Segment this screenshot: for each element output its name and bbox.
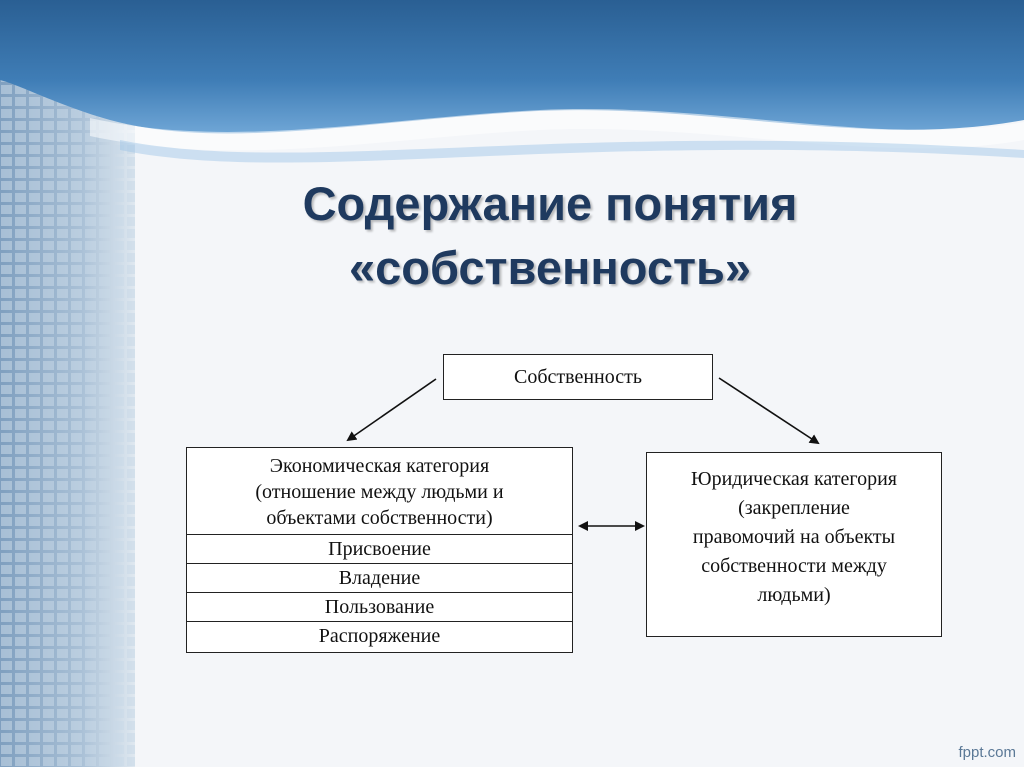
banner-wave [90, 109, 1024, 151]
economic-row-appropriation: Присвоение [187, 535, 572, 564]
legal-line: людьми) [757, 584, 831, 606]
title-line-2: «собственность» [348, 241, 752, 294]
economic-category-box: Экономическая категория (отношение между… [186, 447, 573, 653]
economic-row-use: Пользование [187, 593, 572, 622]
economic-header-line: объектами собственности) [266, 507, 493, 529]
root-box: Собственность [443, 354, 713, 400]
legal-category-box: Юридическая категория (закрепление право… [646, 452, 942, 637]
title-line-1: Содержание понятия [302, 177, 798, 230]
top-banner [0, 0, 1024, 134]
legal-line: собственности между [701, 555, 887, 577]
slide-title: Содержание понятия «собственность» [200, 172, 900, 300]
economic-row-possession: Владение [187, 564, 572, 593]
footer-credit: fppt.com [958, 744, 1016, 761]
economic-category-header: Экономическая категория (отношение между… [187, 448, 572, 535]
legal-line: Юридическая категория [691, 468, 897, 490]
economic-header-line: Экономическая категория [269, 455, 490, 477]
legal-line: (закрепление [738, 497, 850, 519]
economic-header-line: (отношение между людьми и [255, 481, 504, 503]
legal-line: правомочий на объекты [692, 526, 896, 548]
building-illustration [0, 60, 135, 767]
economic-row-disposal: Распоряжение [318, 625, 441, 647]
